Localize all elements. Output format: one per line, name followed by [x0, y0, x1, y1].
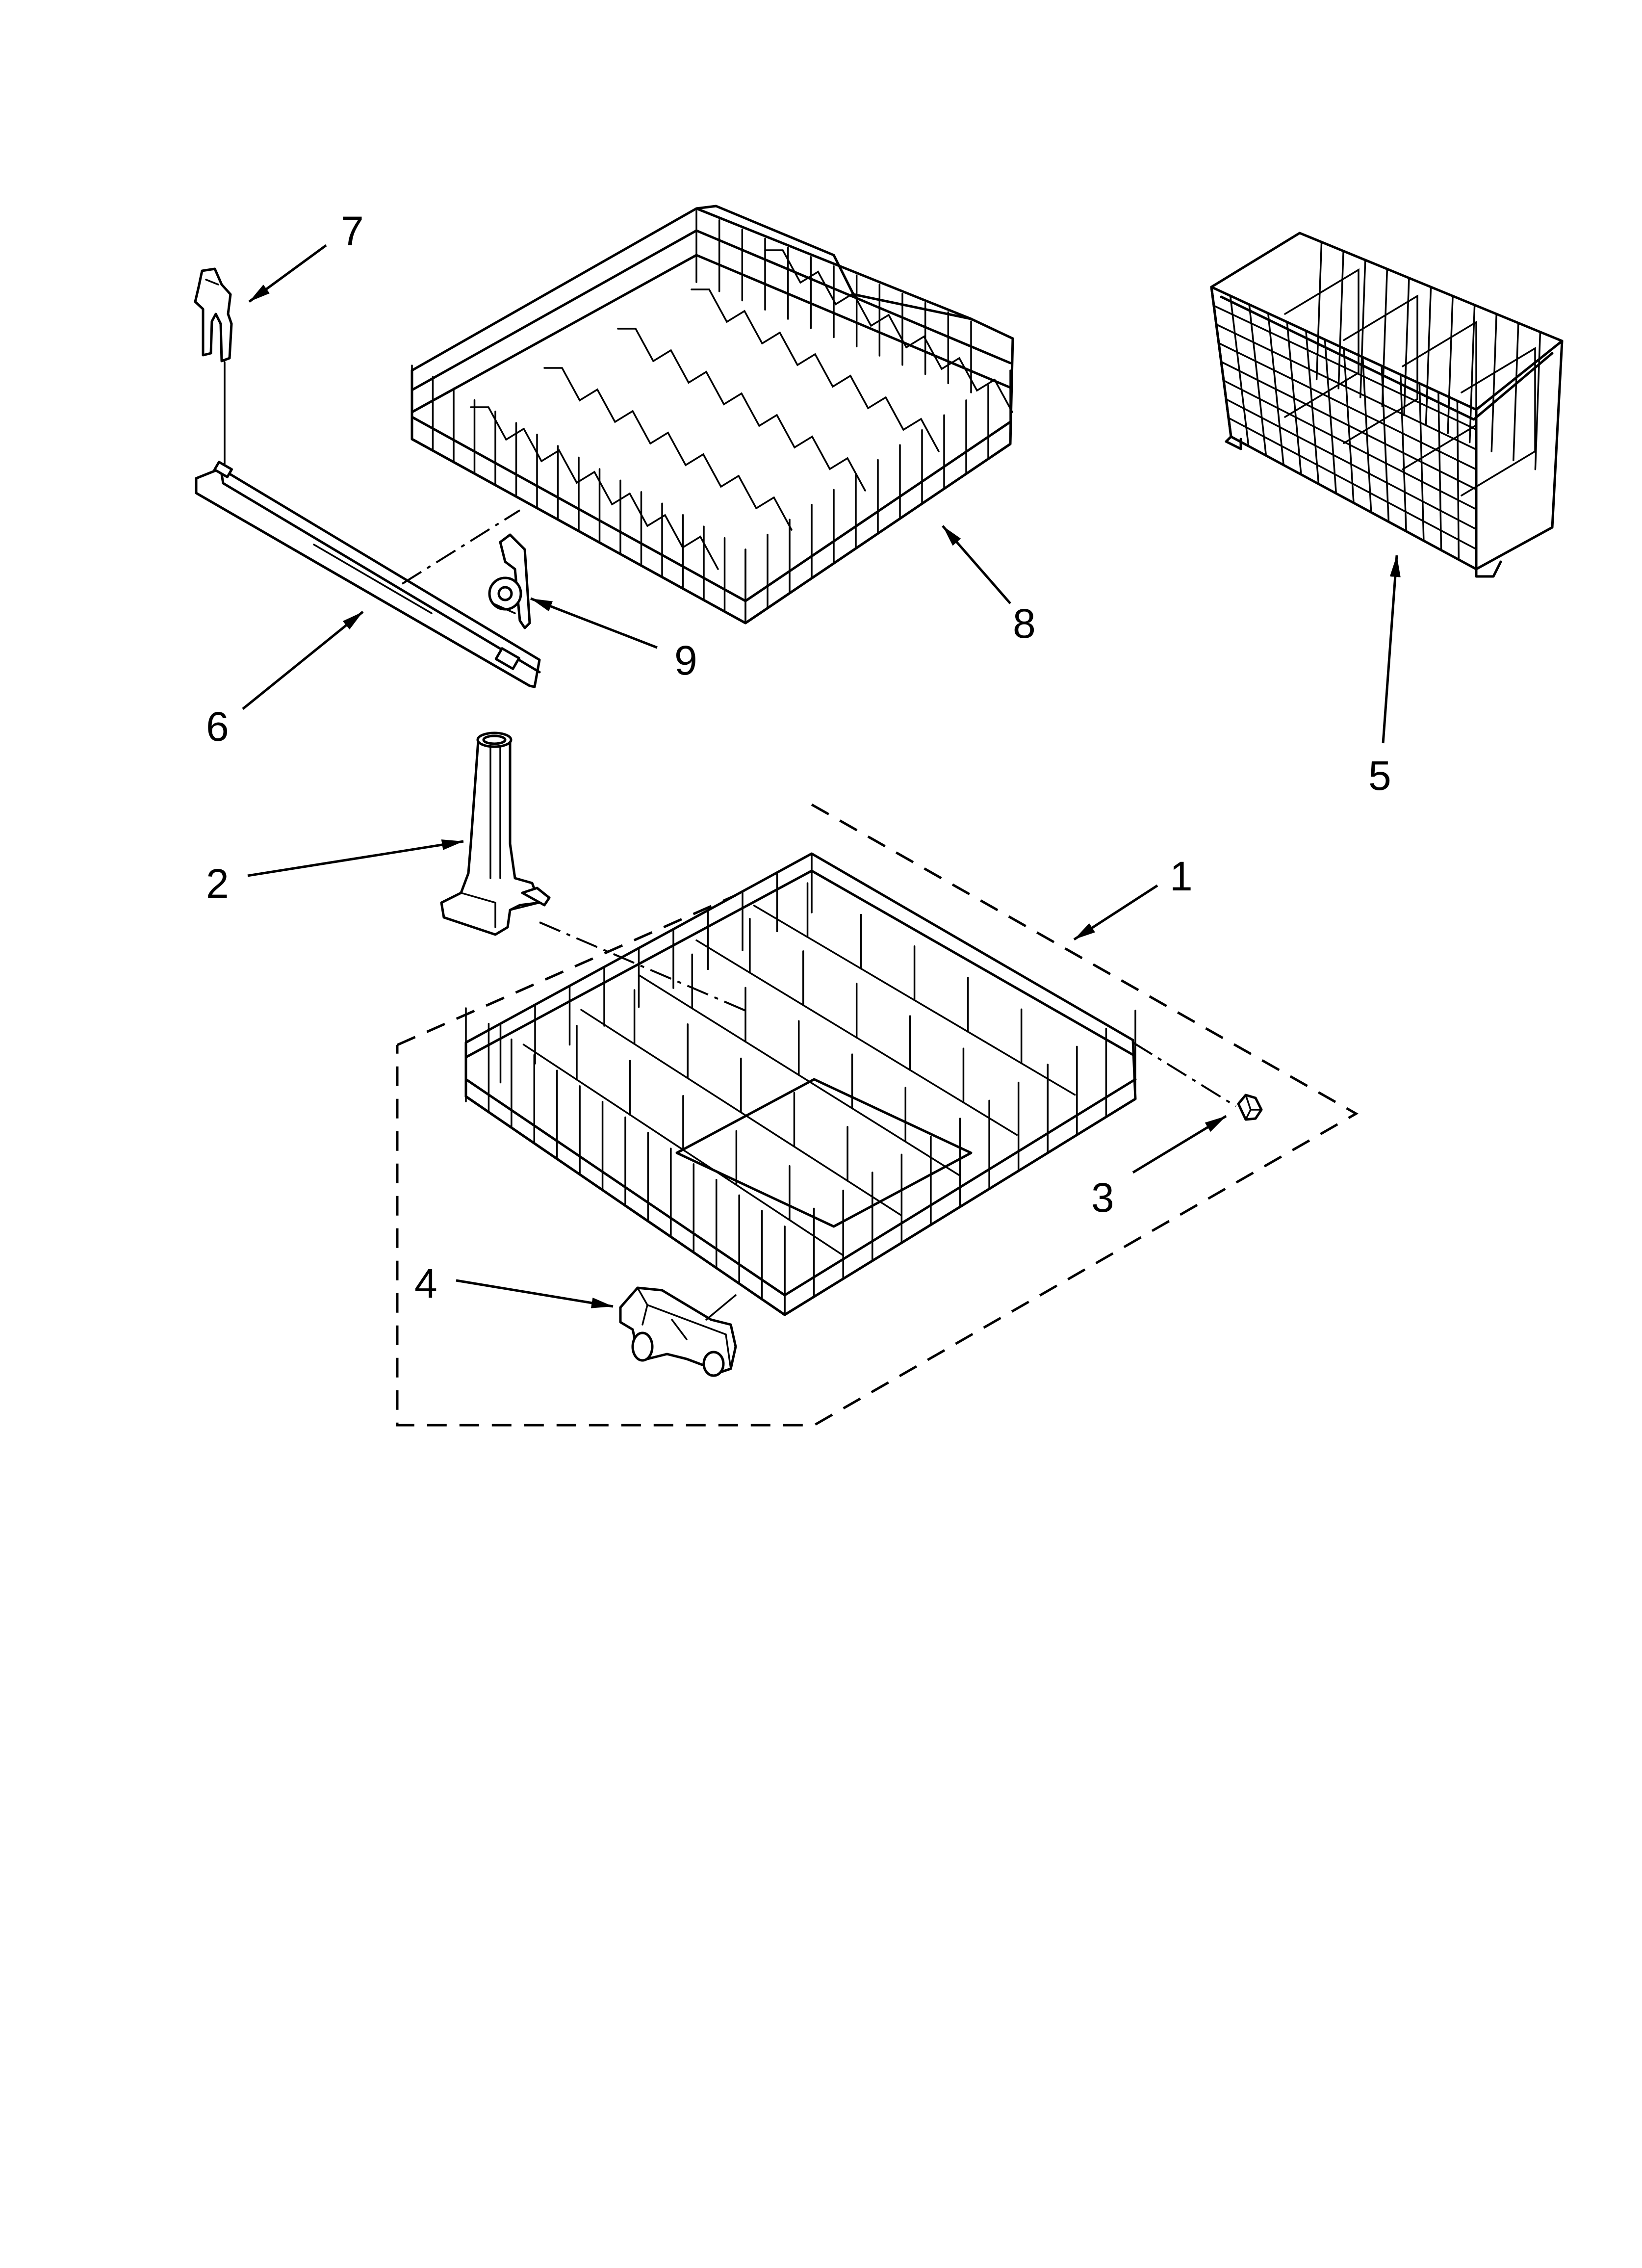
- callout-3: 3: [1091, 1174, 1114, 1221]
- callout-9: 9: [674, 637, 697, 683]
- wire-detail: [764, 249, 1013, 413]
- wire-detail: [543, 367, 793, 531]
- leader-lines: [242, 244, 1401, 1308]
- wire-detail: [691, 288, 940, 452]
- wire-detail: [1343, 294, 1418, 444]
- part-5-silverware-basket: [1210, 232, 1564, 578]
- wire-detail: [470, 406, 719, 570]
- leader-1: [1073, 884, 1158, 941]
- wire-detail: [1228, 417, 1477, 550]
- wire-detail: [1447, 295, 1454, 435]
- callout-1: 1: [1170, 853, 1193, 899]
- leader-8: [942, 525, 1011, 604]
- wire-detail: [1225, 398, 1477, 530]
- wire-detail: [1403, 277, 1410, 417]
- wire-detail: [1215, 323, 1477, 450]
- wire-detail: [1461, 346, 1536, 496]
- part-9-rack-adjuster-wheel: [488, 533, 531, 629]
- wire-detail: [1534, 331, 1541, 470]
- wire-detail: [1218, 342, 1477, 470]
- wire-detail: [617, 328, 866, 492]
- leader-7: [248, 244, 327, 303]
- callout-4: 4: [414, 1260, 437, 1306]
- leader-4: [456, 1279, 614, 1308]
- leader-9: [530, 597, 658, 649]
- wire-detail: [1490, 313, 1497, 452]
- wire-detail: [1284, 268, 1360, 418]
- part-8-upper-dishrack: [410, 205, 1014, 625]
- callout-labels: 7 6 9 8 5 2 1 3 4: [206, 208, 1391, 1306]
- wire-detail: [1315, 241, 1323, 381]
- wire-detail: [1223, 379, 1477, 510]
- leader-2: [247, 839, 464, 877]
- wire-detail: [1213, 305, 1477, 431]
- wire-detail: [1337, 250, 1344, 390]
- part-4-rack-roller-clip: [619, 1286, 737, 1377]
- callout-8: 8: [1013, 600, 1036, 647]
- part-7-track-stop-clip: [194, 267, 233, 465]
- leader-6: [242, 611, 364, 710]
- part-2-tower-tube: [440, 731, 746, 1012]
- leader-5: [1382, 555, 1401, 744]
- callout-5: 5: [1368, 753, 1391, 799]
- callout-7: 7: [341, 208, 364, 254]
- wire-detail: [1220, 361, 1477, 491]
- part-1-lower-rack-assembly: [396, 803, 1359, 1427]
- callout-2: 2: [206, 860, 229, 907]
- wire-detail: [1513, 322, 1519, 462]
- part-3-rack-wheel-small: [1237, 1094, 1263, 1121]
- wire-detail: [1468, 304, 1476, 443]
- callout-6: 6: [206, 704, 229, 750]
- part-6-track-rail: [195, 461, 541, 688]
- wire-detail: [1381, 268, 1388, 408]
- wire-detail: [1402, 320, 1477, 470]
- wire-detail: [1425, 286, 1432, 425]
- leader-3: [1132, 1115, 1227, 1174]
